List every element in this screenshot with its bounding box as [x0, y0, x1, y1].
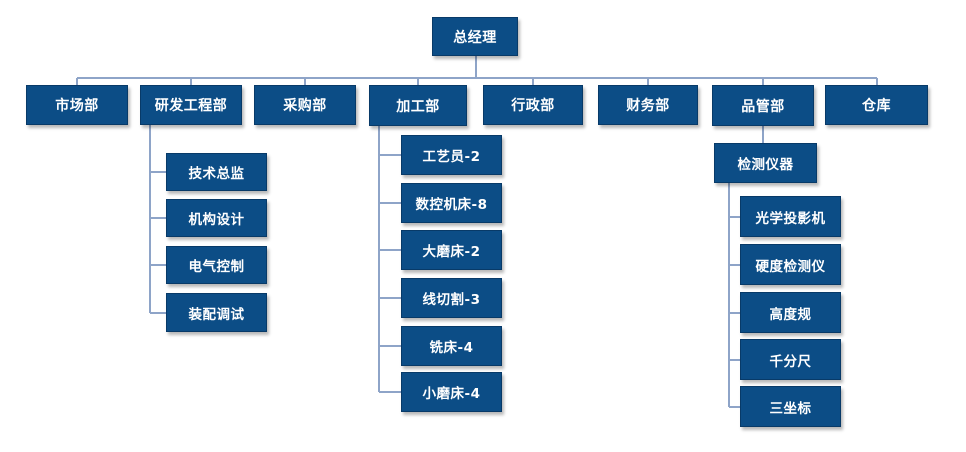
machining-small-grinder: 小磨床-4 [401, 372, 502, 412]
rnd-assembly-debug: 装配调试 [166, 293, 267, 332]
dept-quality-control: 品管部 [712, 85, 814, 126]
machining-wire-cut: 线切割-3 [401, 278, 502, 318]
dept-marketing: 市场部 [26, 85, 128, 125]
dept-administration: 行政部 [483, 85, 583, 125]
rnd-technical-director: 技术总监 [166, 153, 267, 191]
machining-process-engineer: 工艺员-2 [401, 135, 502, 175]
instrument-optical-projector: 光学投影机 [740, 196, 841, 237]
dept-finance: 财务部 [598, 85, 698, 125]
machining-cnc: 数控机床-8 [401, 183, 502, 223]
dept-purchasing: 采购部 [254, 85, 356, 125]
dept-rnd-engineering: 研发工程部 [140, 85, 242, 125]
dept-machining: 加工部 [369, 85, 467, 126]
instrument-hardness-tester: 硬度检测仪 [740, 244, 841, 285]
machining-large-grinder: 大磨床-2 [401, 230, 502, 270]
instrument-micrometer: 千分尺 [740, 339, 841, 380]
rnd-electrical-control: 电气控制 [166, 246, 267, 284]
instrument-height-gauge: 高度规 [740, 292, 841, 333]
machining-milling: 铣床-4 [401, 326, 502, 366]
dept-warehouse: 仓库 [825, 85, 928, 125]
rnd-mechanism-design: 机构设计 [166, 199, 267, 237]
instrument-cmm: 三坐标 [740, 386, 841, 427]
node-general-manager: 总经理 [432, 17, 518, 56]
qc-inspection-instruments: 检测仪器 [714, 143, 817, 183]
